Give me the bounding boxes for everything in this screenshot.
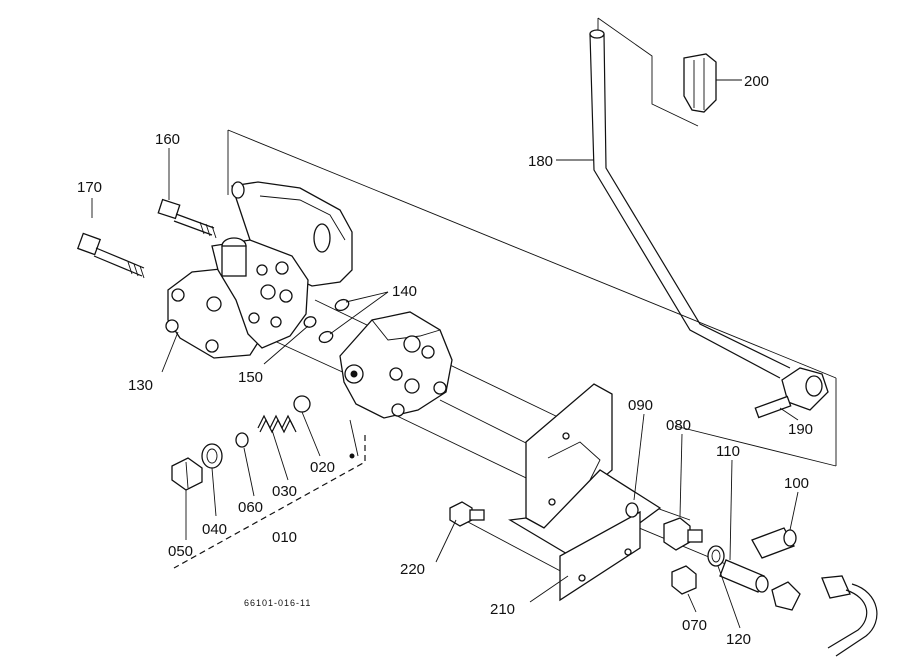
callout-200: 200 xyxy=(744,73,769,90)
callout-220: 220 xyxy=(400,561,425,578)
hose-end xyxy=(821,575,878,657)
plug-050 xyxy=(171,457,203,491)
callout-080: 080 xyxy=(666,417,691,434)
bolt-220 xyxy=(449,501,485,527)
leader-lines xyxy=(91,79,799,629)
o-ring-090 xyxy=(625,502,639,518)
seal-120 xyxy=(707,545,725,567)
callout-050: 050 xyxy=(168,543,193,560)
spring-030 xyxy=(257,414,297,434)
callout-110: 110 xyxy=(716,443,740,460)
callout-030: 030 xyxy=(272,483,297,500)
lever-180 xyxy=(589,29,829,411)
callout-100: 100 xyxy=(784,475,809,492)
spacer-110 xyxy=(719,559,769,593)
figure-code: 66101-016-11 xyxy=(244,598,311,608)
bolt-070 xyxy=(671,565,697,595)
ball-020 xyxy=(293,395,311,413)
seal-040 xyxy=(201,443,223,469)
callout-090: 090 xyxy=(628,397,653,414)
valve-block-010 xyxy=(339,311,453,419)
callout-140: 140 xyxy=(392,283,417,300)
fitting-100 xyxy=(751,527,801,611)
callout-170: 170 xyxy=(77,179,102,196)
o-rings xyxy=(303,298,350,344)
pin-190 xyxy=(754,395,792,419)
callout-160: 160 xyxy=(155,131,180,148)
callout-150: 150 xyxy=(238,369,263,386)
callout-060: 060 xyxy=(238,499,263,516)
knob-200 xyxy=(683,53,717,113)
callout-010: 010 xyxy=(272,529,297,546)
callout-190: 190 xyxy=(788,421,813,438)
callout-labels: 200 180 160 170 140 130 150 020 030 060 … xyxy=(77,73,813,648)
valve-body xyxy=(165,181,353,359)
bolt-170 xyxy=(76,232,145,279)
bracket-210 xyxy=(508,383,662,602)
fitting-080 xyxy=(663,517,703,551)
callout-210: 210 xyxy=(490,601,515,618)
bolt-160 xyxy=(157,198,217,239)
ring-060 xyxy=(235,432,249,448)
group-bracket-010 xyxy=(173,419,366,569)
callout-040: 040 xyxy=(202,521,227,538)
callout-020: 020 xyxy=(310,459,335,476)
callout-180: 180 xyxy=(528,153,553,170)
callout-120: 120 xyxy=(726,631,751,648)
callout-070: 070 xyxy=(682,617,707,634)
callout-130: 130 xyxy=(128,377,153,394)
